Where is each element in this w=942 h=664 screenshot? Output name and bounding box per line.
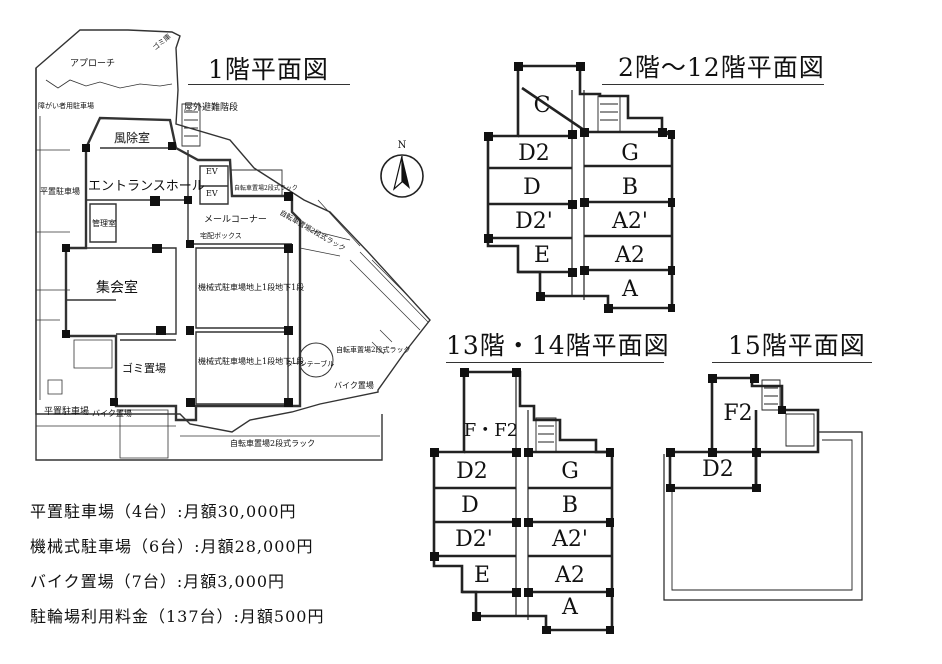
fee-mechanical-parking: 機械式駐車場（6台）:月額28,000円: [30, 537, 314, 556]
unit-d2-prime: D2': [455, 527, 493, 552]
fee-motorbike-parking: バイク置場（7台）:月額3,000円: [30, 572, 286, 591]
unit-a2: A2: [554, 563, 585, 588]
floor13-14-title-underline: [446, 362, 664, 363]
floor2-12-title-underline: [602, 84, 824, 85]
flat-parking-left-label: 平置駐車場: [40, 186, 80, 196]
elevator-2-label: EV: [206, 189, 218, 198]
bike-rack-bottom-label: 自転車置場2段式ラック: [230, 438, 315, 448]
unit-f-f2: F・F2: [464, 420, 518, 441]
elevator-1-label: EV: [206, 167, 218, 176]
unit-d2: D2: [518, 141, 550, 166]
unit-a2-prime: A2': [551, 527, 588, 552]
north-compass-icon: N: [380, 140, 424, 198]
mail-corner-label: メールコーナー: [204, 214, 267, 225]
unit-f2: F2: [723, 401, 752, 426]
outdoor-stairs-label: 屋外避難階段: [184, 101, 238, 113]
compass-north-label: N: [398, 140, 407, 151]
fee-bicycle-parking: 駐輪場利用料金（137台）:月額500円: [30, 607, 325, 626]
unit-e: E: [534, 243, 550, 268]
floor1-title: 1階平面図: [208, 55, 329, 84]
fee-flat-parking: 平置駐車場（4台）:月額30,000円: [30, 502, 297, 521]
approach-label: アプローチ: [70, 58, 115, 69]
unit-d: D: [523, 175, 541, 200]
bike-rack-small-label: 自転車置場2段式ラック: [234, 184, 298, 192]
mechanical-parking-1-label: 機械式駐車場地上1段地下1段: [198, 282, 304, 292]
motorbike-parking-right-label: バイク置場: [334, 380, 374, 390]
unit-d: D: [461, 493, 479, 518]
unit-d2: D2: [456, 459, 488, 484]
manager-room-label: 管理室: [92, 218, 116, 228]
unit-a2: A2: [614, 243, 645, 268]
unit-d2-prime: D2': [515, 209, 553, 234]
unit-a2-prime: A2': [611, 209, 648, 234]
unit-c: C: [534, 93, 551, 118]
entrance-hall-label: エントランスホール: [88, 179, 205, 194]
mechanical-parking-2-label: 機械式駐車場地上1段地下1段: [198, 356, 304, 366]
unit-b: B: [562, 493, 578, 518]
unit-a: A: [621, 277, 639, 302]
garbage-area-label: ゴミ置場: [122, 361, 166, 375]
floor15-title-underline: [712, 362, 872, 363]
floor13-14-title: 13階・14階平面図: [446, 331, 670, 360]
accessible-parking-label: 障がい者用駐車場: [38, 101, 94, 110]
unit-d2: D2: [702, 457, 734, 482]
floor2-12-title: 2階～12階平面図: [618, 53, 825, 82]
unit-g: G: [621, 141, 639, 166]
bike-rack-lower-label: 自転車置場2段式ラック: [336, 345, 410, 354]
unit-a: A: [561, 595, 579, 620]
flat-parking-bottom-label: 平置駐車場: [44, 405, 89, 417]
assembly-room-label: 集会室: [96, 279, 138, 296]
delivery-box-label: 宅配ボックス: [200, 231, 242, 240]
windbreak-room-label: 風除室: [114, 130, 150, 145]
floor1-title-underline: [188, 84, 350, 85]
unit-g: G: [561, 459, 579, 484]
floor15-title: 15階平面図: [728, 331, 866, 360]
turntable-label: ターンテーブル: [286, 359, 334, 368]
motorbike-parking-left-label: バイク置場: [92, 408, 132, 418]
unit-b: B: [622, 175, 638, 200]
unit-e: E: [474, 563, 490, 588]
